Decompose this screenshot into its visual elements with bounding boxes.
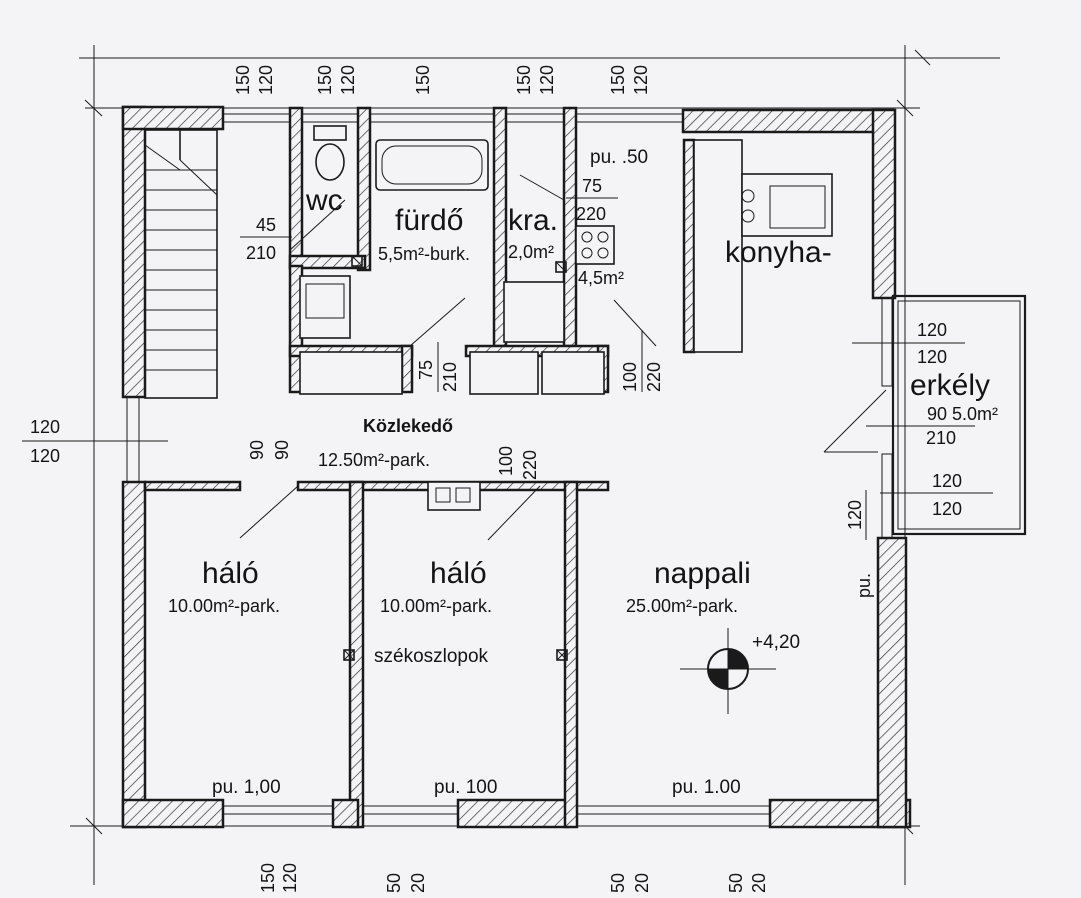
dim-door-wc-h: 210 — [246, 243, 276, 263]
area-halo-1: 10.00m²-park. — [168, 596, 280, 616]
dim-top-1a: 150 — [233, 65, 253, 95]
dim-bottom-3a: 50 — [608, 873, 628, 893]
cabinet-block-3 — [541, 351, 605, 395]
dim-top-4a: 150 — [514, 65, 534, 95]
shower-tray-icon — [503, 281, 565, 343]
column-marker-icon — [343, 649, 568, 661]
dim-door-wc-w: 45 — [256, 215, 276, 235]
balcony-inner-outline — [897, 300, 1021, 530]
dim-top-3a: 150 — [413, 65, 433, 95]
chimney-icon — [427, 481, 481, 511]
area-halo-2: 10.00m²-park. — [380, 596, 492, 616]
dim-door-halo1-w: 90 — [247, 440, 267, 460]
dim-door-erkely-h: 210 — [926, 428, 956, 448]
door-swings — [239, 174, 887, 541]
label-pu-right: pu. — [854, 573, 874, 598]
cabinet-block-2 — [469, 351, 539, 395]
label-pu-bottom-3: pu. 1.00 — [672, 777, 741, 798]
room-label-kamra: kra. — [508, 204, 558, 237]
dim-bottom-1b: 120 — [280, 863, 300, 893]
room-label-wc: wc — [305, 184, 343, 217]
room-label-kozlekedo: Közlekedő — [363, 416, 453, 436]
dim-door-furdo-w: 75 — [416, 360, 436, 380]
dim-window-erkely1-h: 120 — [917, 347, 947, 367]
dim-door-halo2-h: 220 — [520, 450, 540, 480]
level-label: +4,20 — [752, 632, 800, 653]
dim-window-left-w: 120 — [30, 417, 60, 437]
room-label-furdo: fürdő — [395, 204, 463, 237]
dim-door-erkely-w: 90 — [927, 404, 947, 424]
dim-door-konyha-h: 220 — [644, 362, 664, 392]
room-label-nappali: nappali — [654, 557, 751, 590]
balcony-outline — [891, 294, 1027, 536]
vent-marker-icon — [351, 255, 567, 273]
washing-machine-icon — [299, 275, 351, 339]
area-kozlekedo: 12.50m²-park. — [318, 450, 430, 470]
dim-window-left-h: 120 — [30, 446, 60, 466]
dim-bottom-2b: 20 — [408, 873, 428, 893]
room-label-konyha: konyha- — [725, 236, 832, 269]
area-kamra: 2,0m² — [508, 242, 554, 262]
dim-bottom-4a: 50 — [726, 873, 746, 893]
dim-window-erkely2-w: 120 — [932, 471, 962, 491]
dim-window-erkely1-w: 120 — [917, 320, 947, 340]
dim-top-4b: 120 — [537, 65, 557, 95]
toilet-icon — [313, 125, 347, 181]
dim-door-kamra-w: 75 — [582, 176, 602, 196]
dim-top-2a: 150 — [315, 65, 335, 95]
cabinet-block — [299, 351, 403, 395]
dim-top-2b: 120 — [338, 65, 358, 95]
dim-top-5a: 150 — [608, 65, 628, 95]
area-erkely: 5.0m² — [952, 404, 998, 424]
stove-icon — [575, 225, 615, 265]
area-konyha: 4,5m² — [578, 268, 624, 288]
walls — [121, 105, 912, 829]
dim-door-halo1-h: 90 — [272, 440, 292, 460]
dim-top-5b: 120 — [631, 65, 651, 95]
label-pu-bottom-1: pu. 1,00 — [212, 777, 281, 798]
fixtures — [299, 125, 833, 661]
room-label-halo-1: háló — [202, 557, 259, 590]
dim-nappali-side: 120 — [845, 500, 865, 530]
label-pu-bottom-2: pu. 100 — [434, 777, 497, 798]
dim-top-1b: 120 — [256, 65, 276, 95]
label-pu-top: pu. .50 — [590, 147, 648, 168]
room-label-halo-2: háló — [430, 557, 487, 590]
dim-door-konyha-w: 100 — [620, 362, 640, 392]
dim-door-halo2-w: 100 — [496, 446, 516, 476]
dim-bottom-4b: 20 — [749, 873, 769, 893]
level-marker-icon — [680, 628, 776, 714]
dim-window-erkely2-h: 120 — [932, 499, 962, 519]
dim-bottom-3b: 20 — [632, 873, 652, 893]
kitchen-counter-icon — [693, 139, 833, 353]
dim-bottom-1a: 150 — [258, 863, 278, 893]
dim-door-kamra-h: 220 — [576, 204, 606, 224]
label-szekoszlopok: székoszlopok — [374, 646, 489, 667]
room-label-erkely: erkély — [910, 369, 990, 402]
staircase — [144, 129, 218, 399]
dim-door-furdo-h: 210 — [440, 362, 460, 392]
dim-bottom-2a: 50 — [384, 873, 404, 893]
bathtub-icon — [375, 139, 489, 191]
area-nappali: 25.00m²-park. — [626, 596, 738, 616]
area-furdo: 5,5m²-burk. — [378, 244, 470, 264]
